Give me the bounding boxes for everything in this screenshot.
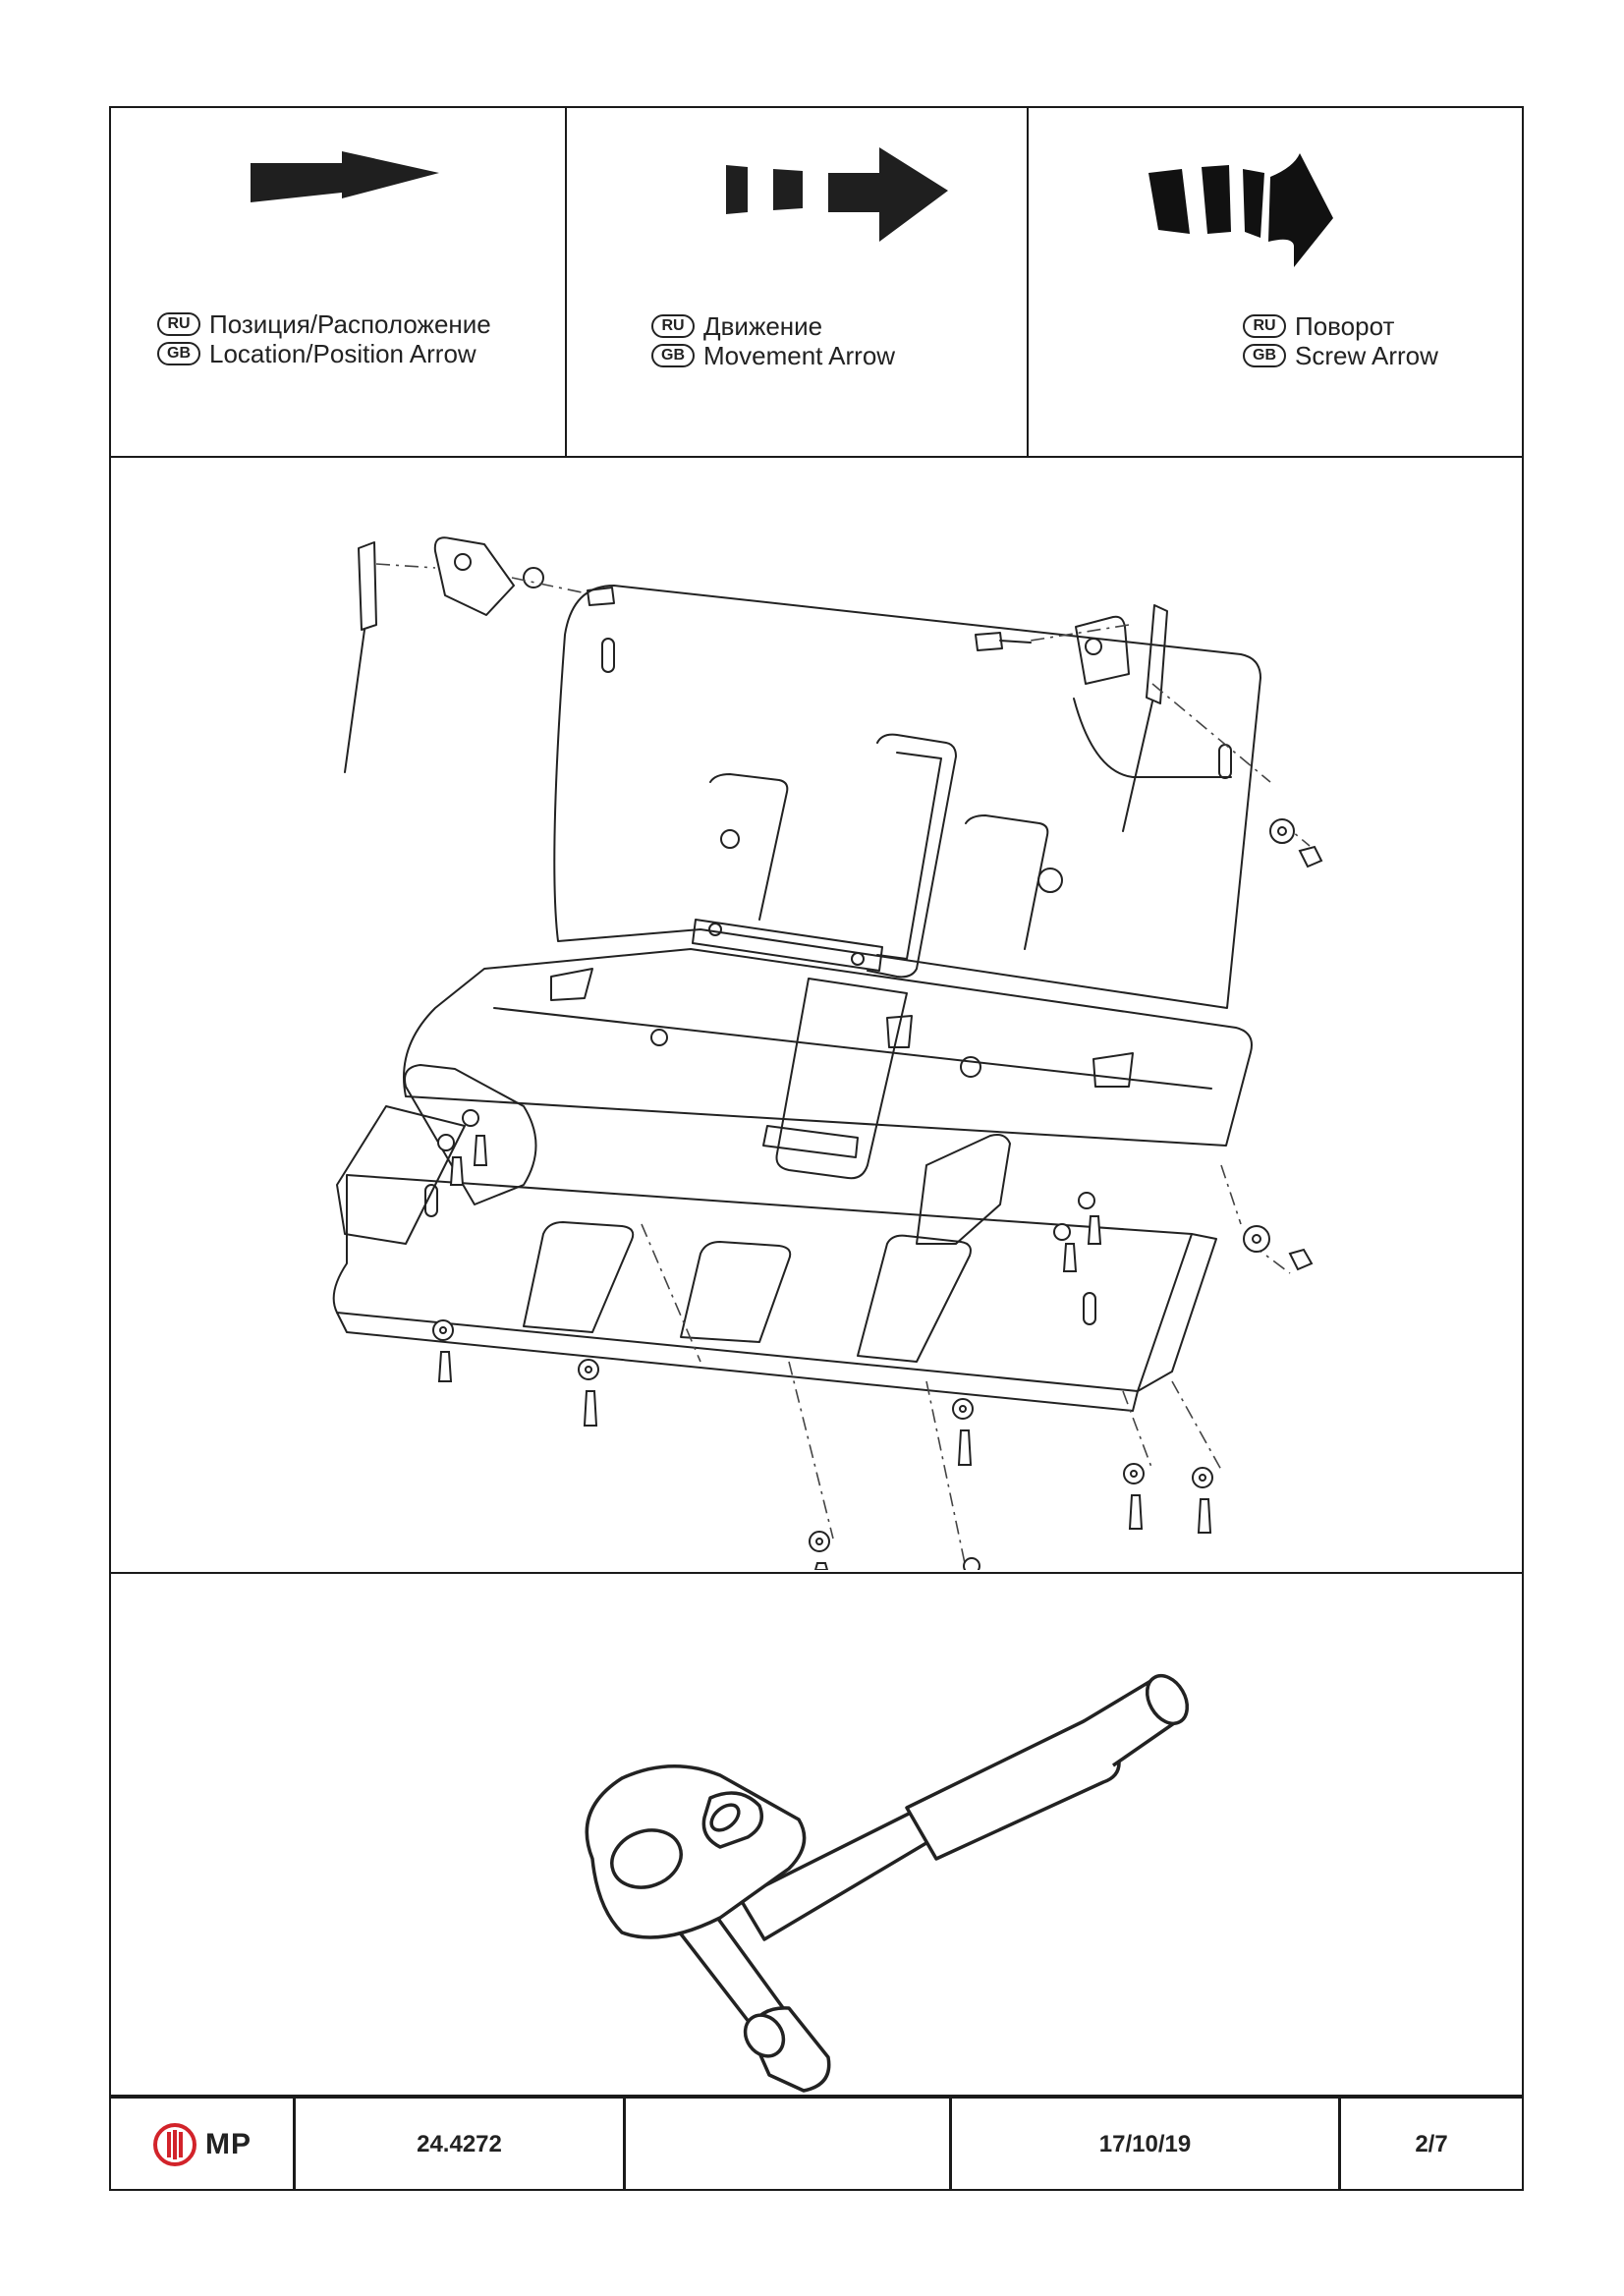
ru-badge: RU xyxy=(1243,314,1286,338)
arrow-legend: RU Позиция/Расположение GB Location/Positi… xyxy=(111,108,1522,458)
legend-cell-movement: RU Движение GB Movement Arrow xyxy=(567,108,1029,456)
date-cell: 17/10/19 xyxy=(952,2099,1341,2191)
legend-cell-screw: RU Поворот GB Screw Arrow xyxy=(1029,108,1522,456)
ru-badge: RU xyxy=(157,312,200,336)
ru-label: Движение xyxy=(703,311,823,341)
logo-cell: MP xyxy=(111,2099,296,2191)
ratchet-wrench-icon xyxy=(585,1674,1190,2093)
legend-label-screw: RU Поворот GB Screw Arrow xyxy=(1243,311,1438,370)
legend-label-location: RU Позиция/Расположение GB Location/Positi… xyxy=(157,309,491,368)
logo-text: MP xyxy=(205,2128,252,2160)
page-number-cell: 2/7 xyxy=(1415,2131,1448,2157)
legend-cell-location: RU Позиция/Расположение GB Location/Positi… xyxy=(111,108,567,456)
skid-plate-exploded-view-icon xyxy=(111,458,1323,1570)
gb-badge: GB xyxy=(1243,344,1286,367)
legend-label-movement: RU Движение GB Movement Arrow xyxy=(651,311,895,370)
gb-badge: GB xyxy=(157,342,200,365)
tool-panel xyxy=(111,1574,1522,2099)
gb-label: Screw Arrow xyxy=(1295,341,1438,370)
mp-logo-icon xyxy=(153,2123,196,2166)
title-block: MP 24.4272 17/10/19 2/7 xyxy=(111,2099,1522,2191)
movement-arrow-icon xyxy=(726,147,948,242)
gb-badge: GB xyxy=(651,344,695,367)
blank-cell xyxy=(626,2099,952,2191)
location-position-arrow-icon xyxy=(251,151,439,202)
part-number-cell: 24.4272 xyxy=(296,2099,626,2191)
screw-arrow-icon xyxy=(1148,153,1333,267)
ru-label: Поворот xyxy=(1295,311,1395,341)
page-frame: RU Позиция/Расположение GB Location/Positi… xyxy=(109,106,1524,2191)
ru-label: Позиция/Расположение xyxy=(209,309,491,339)
gb-label: Location/Position Arrow xyxy=(209,339,476,368)
gb-label: Movement Arrow xyxy=(703,341,896,370)
mp-logo: MP xyxy=(152,2122,252,2167)
ru-badge: RU xyxy=(651,314,695,338)
assembly-diagram-panel xyxy=(111,458,1522,1574)
